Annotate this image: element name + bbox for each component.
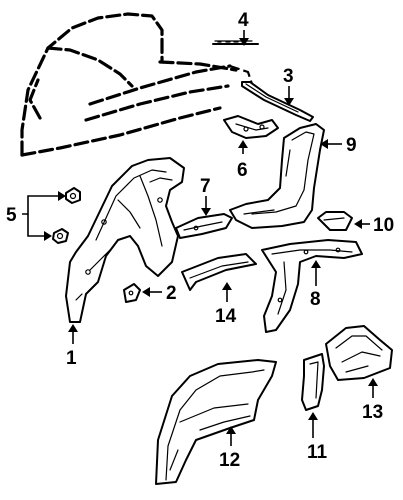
callout-7: 7 [200, 176, 211, 197]
part-5-grommets [52, 187, 81, 244]
callout-14: 14 [215, 306, 237, 327]
callout-6: 6 [237, 160, 248, 181]
callout-4: 4 [238, 10, 249, 31]
callout-labels: 4 3 6 9 7 10 5 2 8 14 1 13 11 12 [6, 10, 394, 471]
callout-10: 10 [373, 215, 394, 236]
part-4-emblem [212, 40, 259, 45]
part-12-trim-panel [155, 359, 277, 485]
part-11-trim [301, 353, 325, 411]
leader-lines [22, 30, 378, 446]
part-8-wheelhouse-inner [261, 239, 363, 333]
part-14-filler-panel [181, 253, 257, 291]
callout-2: 2 [166, 283, 177, 304]
callout-13: 13 [362, 402, 383, 423]
part-1-quarter-inner [65, 157, 185, 323]
callout-12: 12 [219, 450, 240, 471]
part-13-corner-pan [325, 325, 393, 381]
callout-9: 9 [346, 135, 357, 156]
part-9-wheelhouse-outer [229, 123, 325, 229]
callout-8: 8 [310, 289, 321, 310]
callout-3: 3 [283, 66, 294, 87]
part-10-clip [317, 211, 353, 231]
callout-11: 11 [307, 442, 328, 463]
callout-5: 5 [6, 205, 17, 226]
part-3-rail [241, 81, 314, 122]
body-outline-phantom [20, 12, 254, 157]
part-7-panel [175, 213, 233, 239]
part-2-bracket [123, 283, 141, 303]
part-6-bracket [223, 115, 279, 139]
callout-1: 1 [66, 348, 77, 369]
